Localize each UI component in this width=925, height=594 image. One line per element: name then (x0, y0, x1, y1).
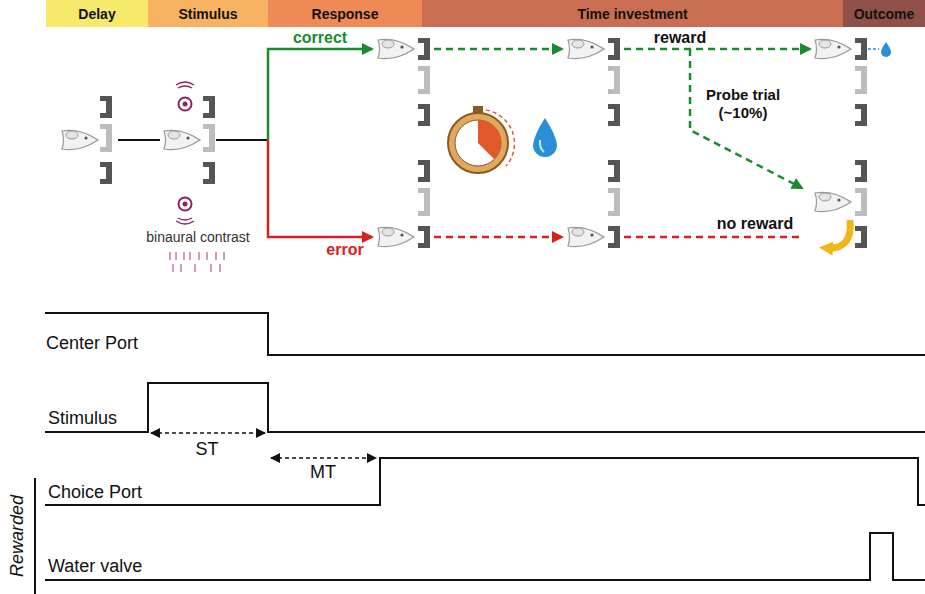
branch-label: correct (293, 29, 347, 47)
phase-name: Time investment (577, 6, 687, 22)
phase-band: Stimulus (148, 0, 268, 27)
outcome-label: no reward (717, 215, 793, 233)
phase-band: Time investment (422, 0, 843, 27)
probe-label: Probe trial (~10%) (700, 86, 786, 122)
phase-band: Response (268, 0, 422, 27)
outcome-label: reward (654, 29, 706, 47)
group-label: Rewarded (8, 495, 28, 577)
signal-name: Stimulus (48, 409, 117, 429)
signal-name: Choice Port (48, 483, 142, 503)
phase-band: Delay (46, 0, 148, 27)
interval-label: ST (195, 440, 218, 460)
stimulus-label: binaural contrast (146, 230, 250, 245)
branch-label: error (326, 241, 363, 259)
phase-name: Delay (78, 6, 115, 22)
phase-name: Outcome (854, 6, 915, 22)
phase-name: Response (312, 6, 379, 22)
phase-name: Stimulus (178, 6, 237, 22)
signal-name: Water valve (48, 557, 142, 577)
interval-label: MT (310, 463, 336, 483)
phase-band: Outcome (843, 0, 925, 27)
signal-name: Center Port (46, 334, 138, 354)
